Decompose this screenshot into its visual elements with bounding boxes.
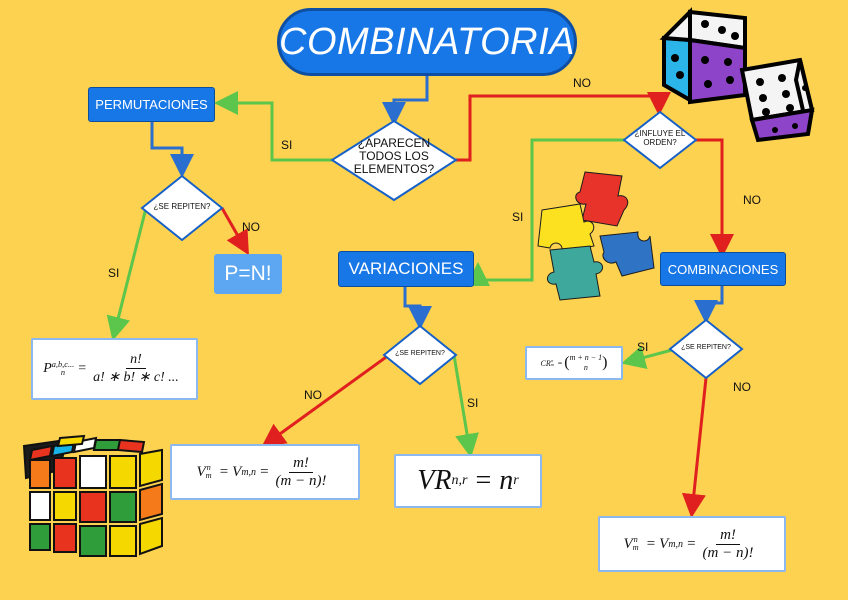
label-aparecen-no: NO: [573, 76, 591, 90]
edge-comb-to-repiten: [694, 286, 724, 324]
dice-illustration: [659, 7, 815, 143]
comb-mid: V: [659, 535, 669, 552]
die-left: [659, 7, 747, 105]
question-influye-line-1: ¿INFLUYE EL: [634, 129, 686, 138]
die-right: [739, 57, 815, 143]
edge-influye-si: [466, 138, 626, 286]
p-equals-n-box: P=N!: [214, 254, 282, 294]
edge-perm-si: [106, 207, 148, 341]
edge-var-to-repiten: [403, 287, 432, 330]
question-aparecen-line-3: ELEMENTOS?: [353, 162, 435, 177]
cr-lhs: CR: [540, 358, 551, 368]
question-se-repiten-comb: ¿SE REPITEN?: [681, 344, 731, 351]
var-lhs-sup: n: [206, 462, 211, 472]
perm-num: n!: [126, 352, 146, 369]
question-aparecen-line-1: ¿APARECEN: [357, 136, 431, 150]
label-comb-no: NO: [733, 380, 751, 394]
comb-den: (m − n)!: [702, 544, 754, 561]
cr-top: m + n − 1: [569, 352, 603, 362]
edge-title-to-aparecen: [382, 76, 429, 126]
comb-num: m!: [716, 527, 740, 545]
cr-lhs-sub: m: [550, 362, 554, 367]
diamond-se-repiten-perm: [140, 174, 224, 242]
cr-lhs-sup: n: [551, 357, 554, 363]
vr-sub: n,r: [451, 473, 468, 488]
comb-lhs-sup: n: [633, 534, 638, 544]
edge-comb-no: [681, 377, 708, 518]
question-se-repiten-var: ¿SE REPITEN?: [395, 350, 445, 357]
edge-aparecen-si: [214, 91, 333, 162]
perm-lhs-sub: n: [60, 368, 66, 377]
diamond-se-repiten-comb: [668, 318, 744, 380]
puzzle-illustration: [537, 171, 655, 301]
perm-lhs-sup: a,b,c...: [51, 359, 75, 369]
vr-rhs-base: n: [499, 465, 514, 496]
comb-mid-sub: m,n: [668, 538, 684, 550]
label-var-no: NO: [304, 388, 322, 402]
edge-var-no: [261, 353, 390, 448]
edge-influye-no: [694, 138, 734, 258]
vr-base: VR: [417, 465, 452, 496]
question-aparecen: ¿APARECEN TODOS LOS ELEMENTOS?: [340, 136, 448, 177]
comb-lhs: V: [623, 535, 633, 552]
diamond-influye: [622, 110, 698, 170]
label-comb-si: SI: [637, 340, 649, 354]
var-num: m!: [289, 455, 313, 473]
label-perm-si: SI: [108, 266, 120, 280]
var-den: (m − n)!: [275, 472, 327, 489]
diamond-se-repiten-var: [382, 324, 458, 386]
label-perm-no: NO: [242, 220, 260, 234]
question-influye-line-2: ORDEN?: [643, 137, 677, 147]
perm-den: a! ∗ b! ∗ c! ...: [93, 370, 179, 385]
cr-bottom: n: [583, 363, 588, 372]
label-var-si: SI: [467, 396, 479, 410]
question-influye: ¿INFLUYE EL ORDEN?: [624, 129, 696, 148]
edge-comb-si: [621, 345, 673, 369]
vr-rhs-sup: r: [513, 473, 519, 488]
diamond-aparecen: [330, 119, 458, 202]
var-mid-sub: m,n: [241, 466, 257, 478]
cube-front-face: [29, 455, 137, 557]
label-influye-si: SI: [512, 210, 524, 224]
label-influye-no: NO: [743, 193, 761, 207]
rubik-cube-illustration: [22, 434, 163, 557]
question-se-repiten-perm: ¿SE REPITEN?: [153, 202, 211, 211]
combinaciones-box: COMBINACIONES: [660, 252, 786, 286]
edge-perm-no: [220, 207, 249, 256]
question-aparecen-line-2: TODOS LOS: [359, 149, 429, 164]
cube-top-face: [28, 434, 146, 462]
permutaciones-box: PERMUTACIONES: [88, 87, 215, 122]
comb-lhs-sub: m: [632, 543, 639, 552]
edge-perm-to-repiten: [150, 122, 194, 178]
label-aparecen-si: SI: [281, 138, 293, 152]
edge-var-si: [452, 354, 479, 458]
perm-lhs-base: P: [43, 361, 52, 376]
var-lhs-sub: m: [205, 471, 212, 480]
cube-side-face: [139, 448, 163, 556]
page-title: COMBINATORIA: [277, 8, 577, 76]
edge-aparecen-no: [456, 92, 671, 162]
var-lhs: V: [196, 463, 206, 480]
variaciones-box: VARIACIONES: [338, 251, 474, 287]
var-mid: V: [232, 463, 242, 480]
